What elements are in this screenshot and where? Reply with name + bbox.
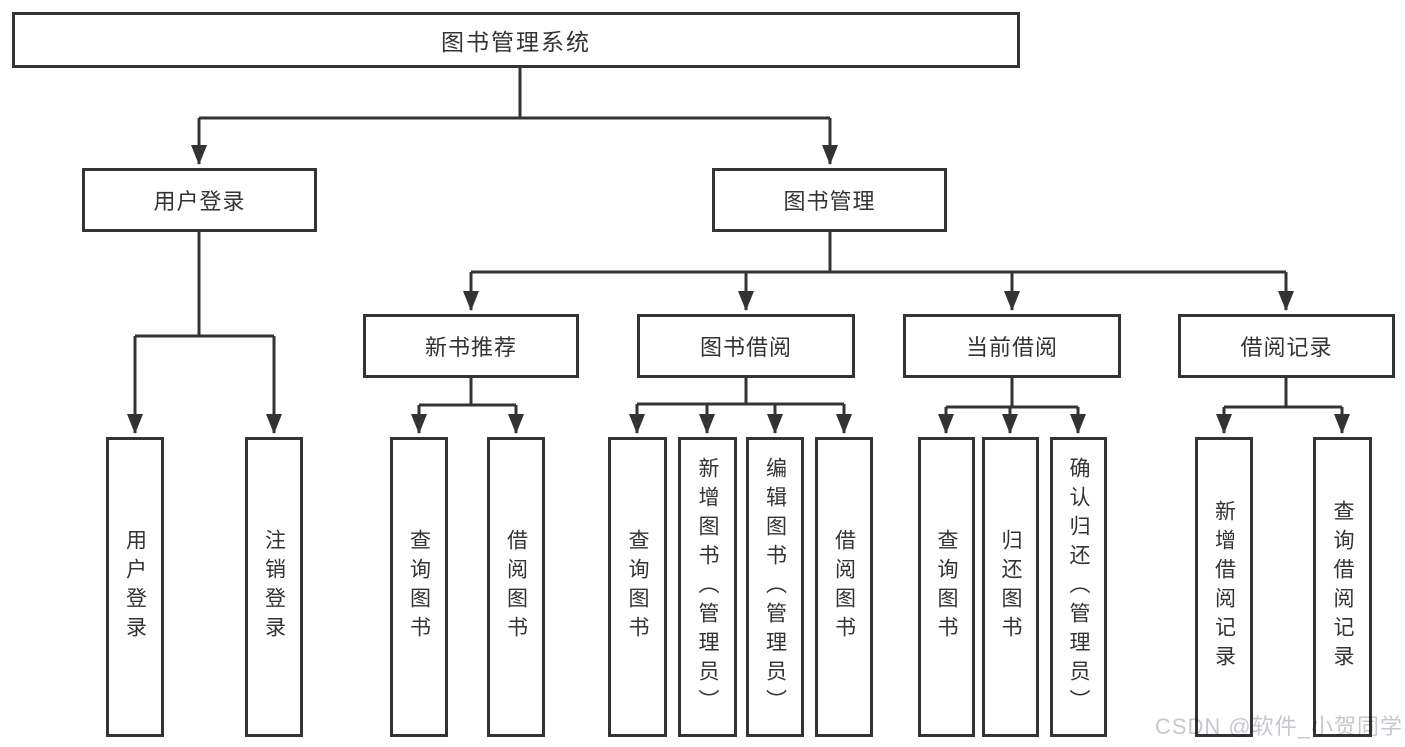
leaf-label: 查询图书 bbox=[407, 529, 431, 645]
connector-recommend-group bbox=[419, 378, 516, 407]
connector-book-mgmt-to-level3 bbox=[471, 232, 1286, 274]
leaf-label: 编辑图书（管理员） bbox=[763, 456, 787, 718]
leaf-label: 用户登录 bbox=[123, 529, 147, 645]
connector-root-to-level2 bbox=[199, 68, 830, 120]
leaf-current-confirm-return-admin: 确认归还（管理员） bbox=[1050, 437, 1107, 737]
leaf-label: 查询图书 bbox=[626, 529, 649, 645]
leaf-current-query-books: 查询图书 bbox=[918, 437, 975, 737]
connector-user-login-group bbox=[135, 232, 274, 338]
node-root-book-management-system: 图书管理系统 bbox=[12, 12, 1020, 68]
leaf-record-query-borrow-record: 查询借阅记录 bbox=[1313, 437, 1372, 737]
leaf-label: 注销登录 bbox=[262, 529, 286, 645]
leaf-record-add-borrow-record: 新增借阅记录 bbox=[1195, 437, 1253, 737]
leaf-label: 归还图书 bbox=[999, 529, 1022, 645]
node-user-login: 用户登录 bbox=[82, 168, 317, 232]
leaf-borrow-query-books: 查询图书 bbox=[608, 437, 667, 737]
leaf-label: 借阅图书 bbox=[832, 529, 856, 645]
leaf-user-login-login: 用户登录 bbox=[106, 437, 164, 737]
leaf-recommend-borrow-books: 借阅图书 bbox=[487, 437, 545, 737]
leaf-label: 新增图书（管理员） bbox=[696, 456, 719, 718]
leaf-label: 借阅图书 bbox=[504, 529, 528, 645]
connector-record-group bbox=[1224, 378, 1342, 409]
leaf-user-login-logout: 注销登录 bbox=[245, 437, 303, 737]
connector-borrow-group bbox=[637, 378, 844, 406]
leaf-borrow-borrow-books: 借阅图书 bbox=[815, 437, 873, 737]
leaf-label: 查询图书 bbox=[935, 529, 958, 645]
node-book-borrow: 图书借阅 bbox=[637, 314, 855, 378]
leaf-label: 新增借阅记录 bbox=[1212, 500, 1236, 674]
leaf-recommend-query-books: 查询图书 bbox=[390, 437, 448, 737]
node-book-management: 图书管理 bbox=[712, 168, 947, 232]
csdn-watermark: CSDN @软件_小贺同学 bbox=[1154, 714, 1403, 739]
leaf-label: 查询借阅记录 bbox=[1331, 500, 1354, 674]
node-new-book-recommend: 新书推荐 bbox=[363, 314, 579, 378]
node-borrow-record: 借阅记录 bbox=[1178, 314, 1395, 378]
leaf-borrow-edit-books-admin: 编辑图书（管理员） bbox=[746, 437, 804, 737]
connector-current-group bbox=[946, 378, 1078, 409]
leaf-borrow-add-books-admin: 新增图书（管理员） bbox=[678, 437, 737, 737]
node-current-borrow: 当前借阅 bbox=[903, 314, 1121, 378]
leaf-label: 确认归还（管理员） bbox=[1067, 456, 1090, 718]
leaf-current-return-books: 归还图书 bbox=[982, 437, 1039, 737]
